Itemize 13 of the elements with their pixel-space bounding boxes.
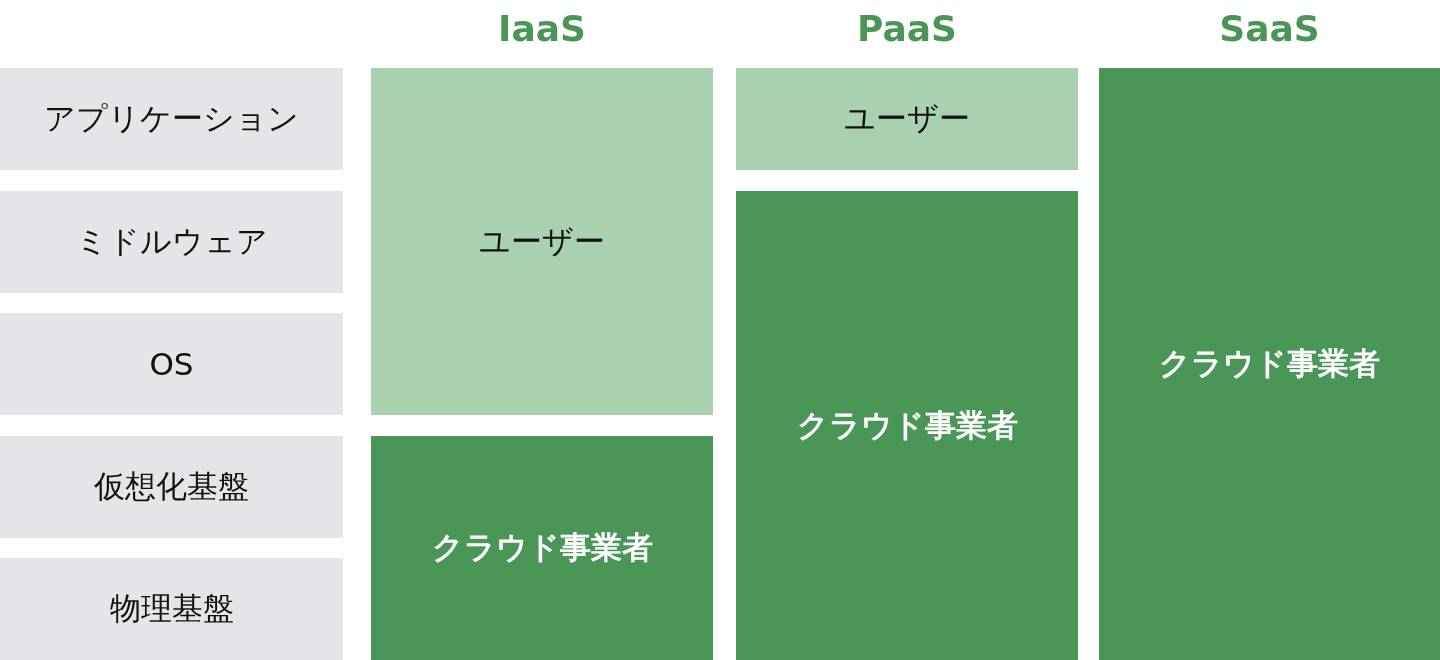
user-area: ユーザー [371, 68, 713, 415]
provider-area: クラウド事業者 [371, 436, 713, 660]
layer-box: OS [0, 313, 343, 415]
column-heading: PaaS [856, 7, 958, 51]
column-heading: IaaS [497, 7, 587, 51]
provider-area: クラウド事業者 [736, 191, 1078, 660]
layer-box: アプリケーション [0, 68, 343, 170]
column-heading: SaaS [1218, 7, 1321, 51]
layer-box: 物理基盤 [0, 558, 343, 660]
user-area: ユーザー [736, 68, 1078, 170]
provider-area: クラウド事業者 [1099, 68, 1440, 660]
layer-box: 仮想化基盤 [0, 436, 343, 538]
layer-box: ミドルウェア [0, 191, 343, 293]
